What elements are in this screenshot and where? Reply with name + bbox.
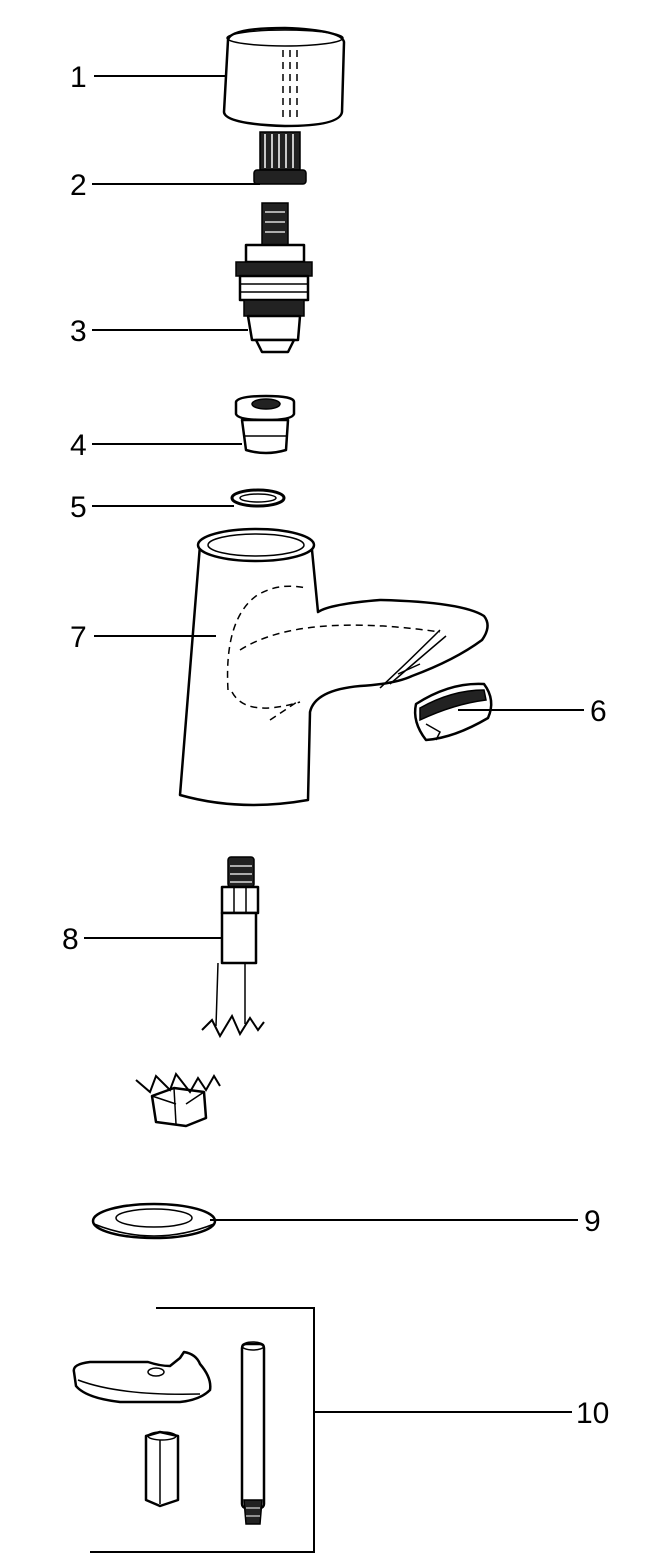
part-3-cartridge (235, 202, 313, 354)
part-2-adapter (253, 131, 307, 185)
part-6-aerator (413, 682, 493, 742)
label-9: 9 (584, 1205, 601, 1238)
label-2: 2 (70, 169, 87, 202)
part-7-faucet-body (178, 527, 489, 807)
part-8-supply-hose (201, 856, 265, 1039)
label-5: 5 (70, 491, 87, 524)
label-6: 6 (590, 695, 607, 728)
part-1-handle-cap (222, 26, 346, 128)
hex-nut (135, 1071, 221, 1128)
part-5-o-ring (230, 488, 286, 508)
label-3: 3 (70, 315, 87, 348)
label-8: 8 (62, 923, 79, 956)
part-4-valve-seat (234, 394, 296, 455)
label-10: 10 (576, 1397, 609, 1430)
part-10-mounting-kit (72, 1307, 315, 1553)
label-7: 7 (70, 621, 87, 654)
part-9-gasket-ring (91, 1202, 217, 1240)
label-4: 4 (70, 429, 87, 462)
label-1: 1 (70, 61, 87, 94)
